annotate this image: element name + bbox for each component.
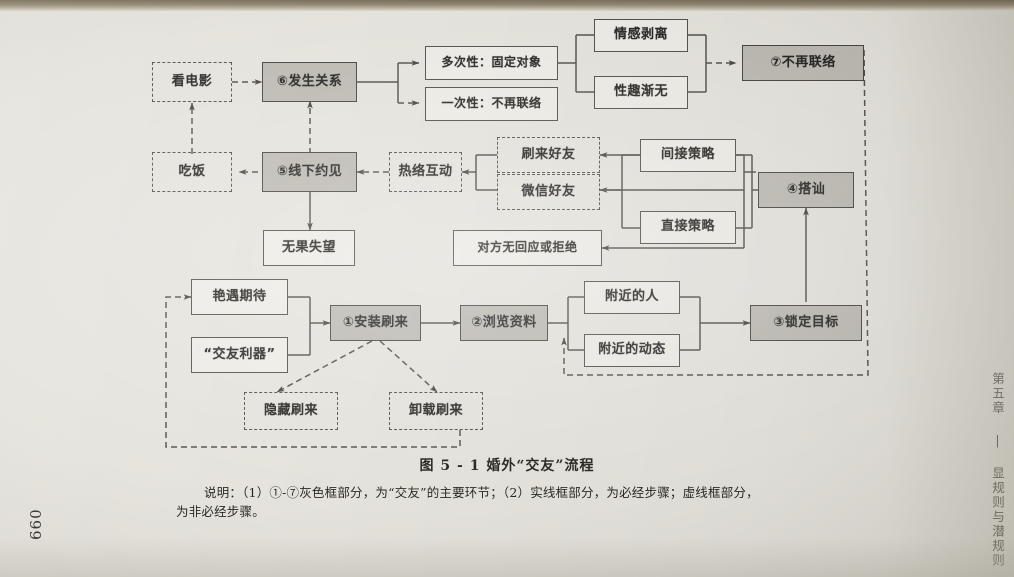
node-kan-dianying[interactable]: 看电影 [152, 62, 232, 102]
page-top-edge-shadow [0, 0, 1014, 11]
node-wu-huiying[interactable]: 对方无回应或拒绝 [453, 230, 602, 266]
node-label: 情感剥离 [613, 27, 668, 43]
node-buzai-lianluo[interactable]: ⑦不再联络 [742, 45, 864, 81]
node-jianjie-celue[interactable]: 间接策略 [640, 139, 736, 172]
node-xianxia-yuejian[interactable]: ⑤线下约见 [262, 152, 357, 192]
node-label: 看电影 [171, 73, 213, 89]
node-label: ③锁定目标 [773, 314, 839, 330]
node-suoding-mubiao[interactable]: ③锁定目标 [750, 305, 862, 341]
figure-note: 说明：（1）①-⑦灰色框部分，为“交友”的主要环节；（2）实线框部分，为必经步骤… [176, 483, 866, 522]
node-label: “交友利器” [203, 346, 276, 362]
node-label: 间接策略 [660, 147, 715, 163]
node-yicixing[interactable]: 一次性：不再联络 [425, 87, 558, 121]
figure-note-line-1: 说明：（1）①-⑦灰色框部分，为“交友”的主要环节；（2）实线框部分，为必经步骤… [204, 485, 759, 500]
node-label: 刷来好友 [521, 146, 576, 162]
node-chifan[interactable]: 吃饭 [152, 152, 232, 192]
node-label: ①安装刷来 [342, 314, 409, 330]
node-xingqu-jianwu[interactable]: 性趣渐无 [594, 76, 688, 109]
page-right-shadow [884, 0, 1014, 577]
node-label: 对方无回应或拒绝 [477, 240, 578, 255]
node-label: 艳遇期待 [212, 288, 267, 304]
node-jiaoyou-liqi[interactable]: “交友利器” [191, 337, 288, 373]
node-label: 一次性：不再联络 [441, 96, 542, 111]
node-label: 吃饭 [178, 163, 206, 179]
figure-caption: 图 5 - 1 婚外“交友”流程 [0, 455, 1014, 475]
node-label: ⑦不再联络 [770, 54, 836, 70]
node-duocixing[interactable]: 多次性：固定对象 [425, 46, 558, 80]
node-label: 性趣渐无 [613, 84, 668, 100]
node-label: ④搭讪 [786, 181, 826, 197]
node-label: 直接策略 [660, 219, 715, 235]
node-label: 微信好友 [521, 183, 576, 199]
page-number: 660 [27, 508, 45, 540]
node-label: ⑥发生关系 [276, 73, 343, 89]
node-label: 附近的动态 [598, 342, 666, 358]
node-fujin-de-ren[interactable]: 附近的人 [584, 281, 680, 314]
node-fasheng-guanxi[interactable]: ⑥发生关系 [262, 62, 357, 102]
node-label: ②浏览资料 [471, 314, 537, 330]
figure-caption-text: 图 5 - 1 婚外“交友”流程 [419, 458, 595, 474]
node-label: ⑤线下约见 [276, 163, 343, 179]
figure-note-line-2: 为非必经步骤。 [176, 504, 265, 520]
node-label: 热络互动 [398, 163, 453, 179]
node-zhijie-celue[interactable]: 直接策略 [640, 211, 736, 244]
node-label: 附近的人 [604, 289, 659, 305]
running-head: 第五章 | 显规则与潜规则 [988, 372, 1007, 568]
node-label: 卸载刷来 [408, 402, 463, 418]
node-renuo-hudong[interactable]: 热络互动 [389, 152, 462, 192]
node-weixin-haoyou[interactable]: 微信好友 [497, 174, 600, 210]
node-anzhuang-shualai[interactable]: ①安装刷来 [330, 305, 421, 341]
node-wuguo-shiwang[interactable]: 无果失望 [263, 230, 355, 266]
node-xiezai-shualai[interactable]: 卸载刷来 [389, 392, 483, 430]
node-qinggan-boli[interactable]: 情感剥离 [594, 19, 688, 52]
node-label: 多次性：固定对象 [441, 55, 542, 70]
node-yincang-shualai[interactable]: 隐藏刷来 [244, 392, 338, 430]
node-shualai-haoyou[interactable]: 刷来好友 [497, 137, 600, 173]
page-bottom-shadow [0, 537, 1014, 577]
node-yanyu-qidai[interactable]: 艳遇期待 [191, 279, 288, 315]
node-dashan[interactable]: ④搭讪 [758, 172, 854, 208]
node-label: 隐藏刷来 [263, 402, 318, 418]
node-label: 无果失望 [281, 239, 336, 255]
node-fujin-de-dongtai[interactable]: 附近的动态 [584, 334, 680, 367]
node-liulan-ziliao[interactable]: ②浏览资料 [460, 305, 548, 341]
